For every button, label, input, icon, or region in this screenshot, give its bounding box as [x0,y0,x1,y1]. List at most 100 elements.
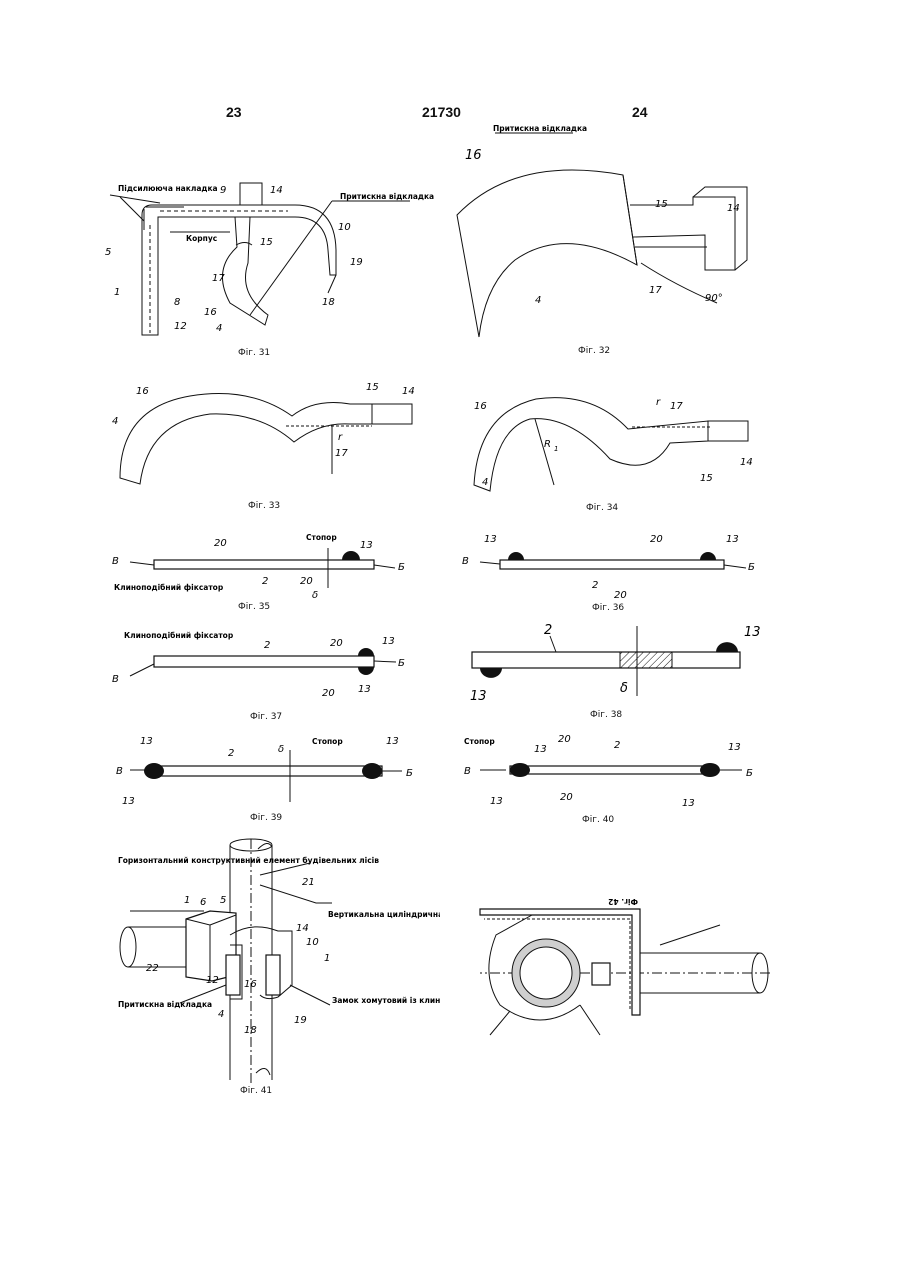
fig34-n16: 16 [474,401,487,412]
fig40-n2: 2 [614,740,620,751]
fig35-n20b: 20 [300,576,313,587]
figure-33: 16 15 14 4 17 r [110,378,430,488]
fig41-note-horiz-text: Горизонтальний конструктивний елемент бу… [118,856,379,865]
figure-37: Клиноподібний фіксатор 2 20 13 В Б 20 13 [110,626,430,706]
fig31-n19: 19 [350,257,363,268]
fig31-n8: 8 [174,297,180,308]
fig34-n14: 14 [740,457,753,468]
fig31-caption: Фіг. 31 [238,348,270,358]
fig34-R: R [544,439,551,450]
figure-39: 13 2 δ Стопор 13 В Б 13 [110,728,430,818]
fig39-n13c: 13 [122,796,135,807]
fig38-n13b: 13 [470,689,487,704]
figure-32: Притискна відкладка 16 15 14 4 17 90° [455,125,755,350]
fig34-r: r [656,397,661,408]
fig33-n16: 16 [136,386,149,397]
fig41-n12: 12 [206,975,219,986]
fig41-n18: 18 [244,1025,257,1036]
fig41-n4: 4 [218,1009,224,1020]
fig37-n2: 2 [264,640,270,651]
fig33-n17: 17 [335,448,348,459]
fig32-n17: 17 [649,285,662,296]
page-number-left: 23 [226,104,242,120]
fig40-stop: Стопор [464,737,495,746]
fig39-B: В [116,766,123,777]
fig31-n4: 4 [216,323,222,334]
fig37-caption: Фіг. 37 [250,712,282,722]
fig35-n13: 13 [360,540,373,551]
fig32-caption: Фіг. 32 [578,346,610,356]
fig39-caption: Фіг. 39 [250,813,282,823]
fig36-caption: Фіг. 36 [592,603,624,613]
fig41-note-press: Притискна відкладка [118,1000,212,1009]
fig34-n15: 15 [700,473,713,484]
fig31-n5: 5 [105,247,111,258]
figure-34: 16 17 r R 1 4 15 14 [460,385,760,500]
fig41-n5: 5 [220,895,226,906]
fig36-n2: 2 [592,580,598,591]
fig32-n4: 4 [535,295,541,306]
figure-35: Стопор 20 13 В Б 2 20 δ Клиноподібний фі… [110,528,430,606]
fig31-n17: 17 [212,273,225,284]
fig37-B: В [112,674,119,685]
fig41-note-vert: Вертикальна циліндрична стійка будівельн… [328,910,440,919]
fig41-n1b: 1 [324,953,330,964]
fig39-stop: Стопор [312,737,343,746]
fig33-caption: Фіг. 33 [248,501,280,511]
fig32-angle: 90° [705,293,723,304]
fig35-stop: Стопор [306,533,337,542]
fig34-R-sub: 1 [554,445,558,453]
fig36-Bv: Б [748,562,755,573]
fig31-note-body: Корпус [186,234,217,243]
fig31-n1: 1 [114,287,120,298]
figure-36: 13 20 13 В Б 2 20 [460,528,760,606]
patent-number: 21730 [422,104,461,120]
fig37-n20a: 20 [330,638,343,649]
fig37-Bv: Б [398,658,405,669]
pipe-section-inner [520,947,572,999]
figure-31: Підсилююча накладка Притискна відкладка … [100,175,440,360]
fig33-n15: 15 [366,382,379,393]
fig37-n13a: 13 [382,636,395,647]
fig41-n16: 16 [244,979,257,990]
fig31-n14: 14 [270,185,283,196]
fig35-B: В [112,556,119,567]
fig37-wedge: Клиноподібний фіксатор [124,631,234,640]
fig40-n13c: 13 [490,796,503,807]
fig37-n20b: 20 [322,688,335,699]
fig39-delta: δ [278,744,284,755]
fig41-n1a: 1 [184,895,190,906]
fig35-n20a: 20 [214,538,227,549]
fig41-note-lock: Замок хомутовий із клиноподібним фіксато… [332,996,440,1005]
fig41-n19: 19 [294,1015,307,1026]
fig36-n13b: 13 [726,534,739,545]
fig31-n9: 9 [220,185,226,196]
fig41-caption: Фіг. 41 [240,1086,272,1096]
fig35-wedge: Клиноподібний фіксатор [114,583,224,592]
fig35-delta: δ [312,590,318,601]
fig31-n15: 15 [260,237,273,248]
fig40-n20a: 20 [558,734,571,745]
fig40-n20b: 20 [560,792,573,803]
fig31-n12: 12 [174,321,187,332]
fig32-n14: 14 [727,203,740,214]
fig40-B: В [464,766,471,777]
fig38-caption: Фіг. 38 [590,710,622,720]
fig38-n2: 2 [544,623,552,638]
fig35-caption: Фіг. 35 [238,602,270,612]
figure-41: Горизонтальний конструктивний елемент бу… [110,835,440,1085]
fig40-n13a: 13 [534,744,547,755]
fig39-Bv: Б [406,768,413,779]
fig42-caption: Фіг. 42 [608,897,638,906]
fig40-n13b: 13 [728,742,741,753]
fig36-n20: 20 [650,534,663,545]
fig40-caption: Фіг. 40 [582,815,614,825]
fig41-note-horiz: Горизонтальний конструктивний елемент бу… [118,856,379,865]
fig41-n21: 21 [302,877,315,888]
fig39-n2: 2 [228,748,234,759]
figure-42: Фіг. 42 [460,885,780,1045]
fig34-caption: Фіг. 34 [586,503,618,513]
fig39-n13a: 13 [140,736,153,747]
fig39-n13b: 13 [386,736,399,747]
fig36-B: В [462,556,469,567]
